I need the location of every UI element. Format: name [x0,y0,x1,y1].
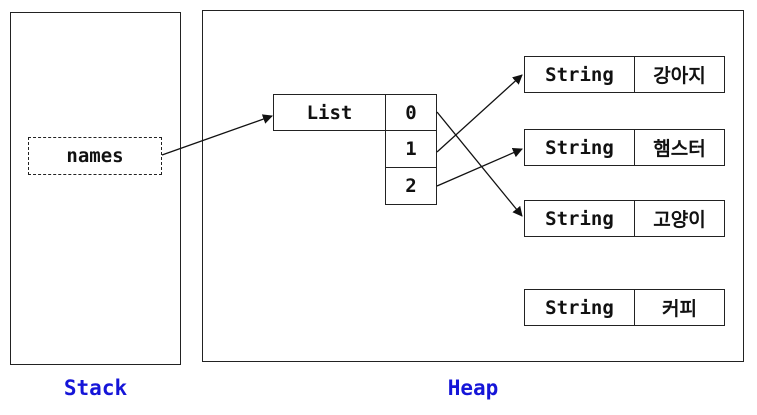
list-index-2: 2 [385,167,437,205]
arrow-index0-to-string3 [436,111,523,217]
arrow-index2-to-string2 [436,148,523,187]
string-value-4: 커피 [634,289,725,326]
stack-label: Stack [63,376,128,400]
string-value-2: 햄스터 [634,129,725,166]
names-variable: names [28,137,162,175]
string-type-cell-2: String [524,129,635,166]
string-type-cell-1: String [524,56,635,93]
heap-label: Heap [447,376,499,400]
arrow-names-to-list [161,114,273,156]
string-value-1: 강아지 [634,56,725,93]
string-value-3: 고양이 [634,200,725,237]
list-type-cell: List [273,94,386,131]
stack-region [10,12,181,365]
list-index-1: 1 [385,130,437,168]
arrow-index1-to-string1 [436,74,523,153]
string-type-cell-3: String [524,200,635,237]
string-type-cell-4: String [524,289,635,326]
